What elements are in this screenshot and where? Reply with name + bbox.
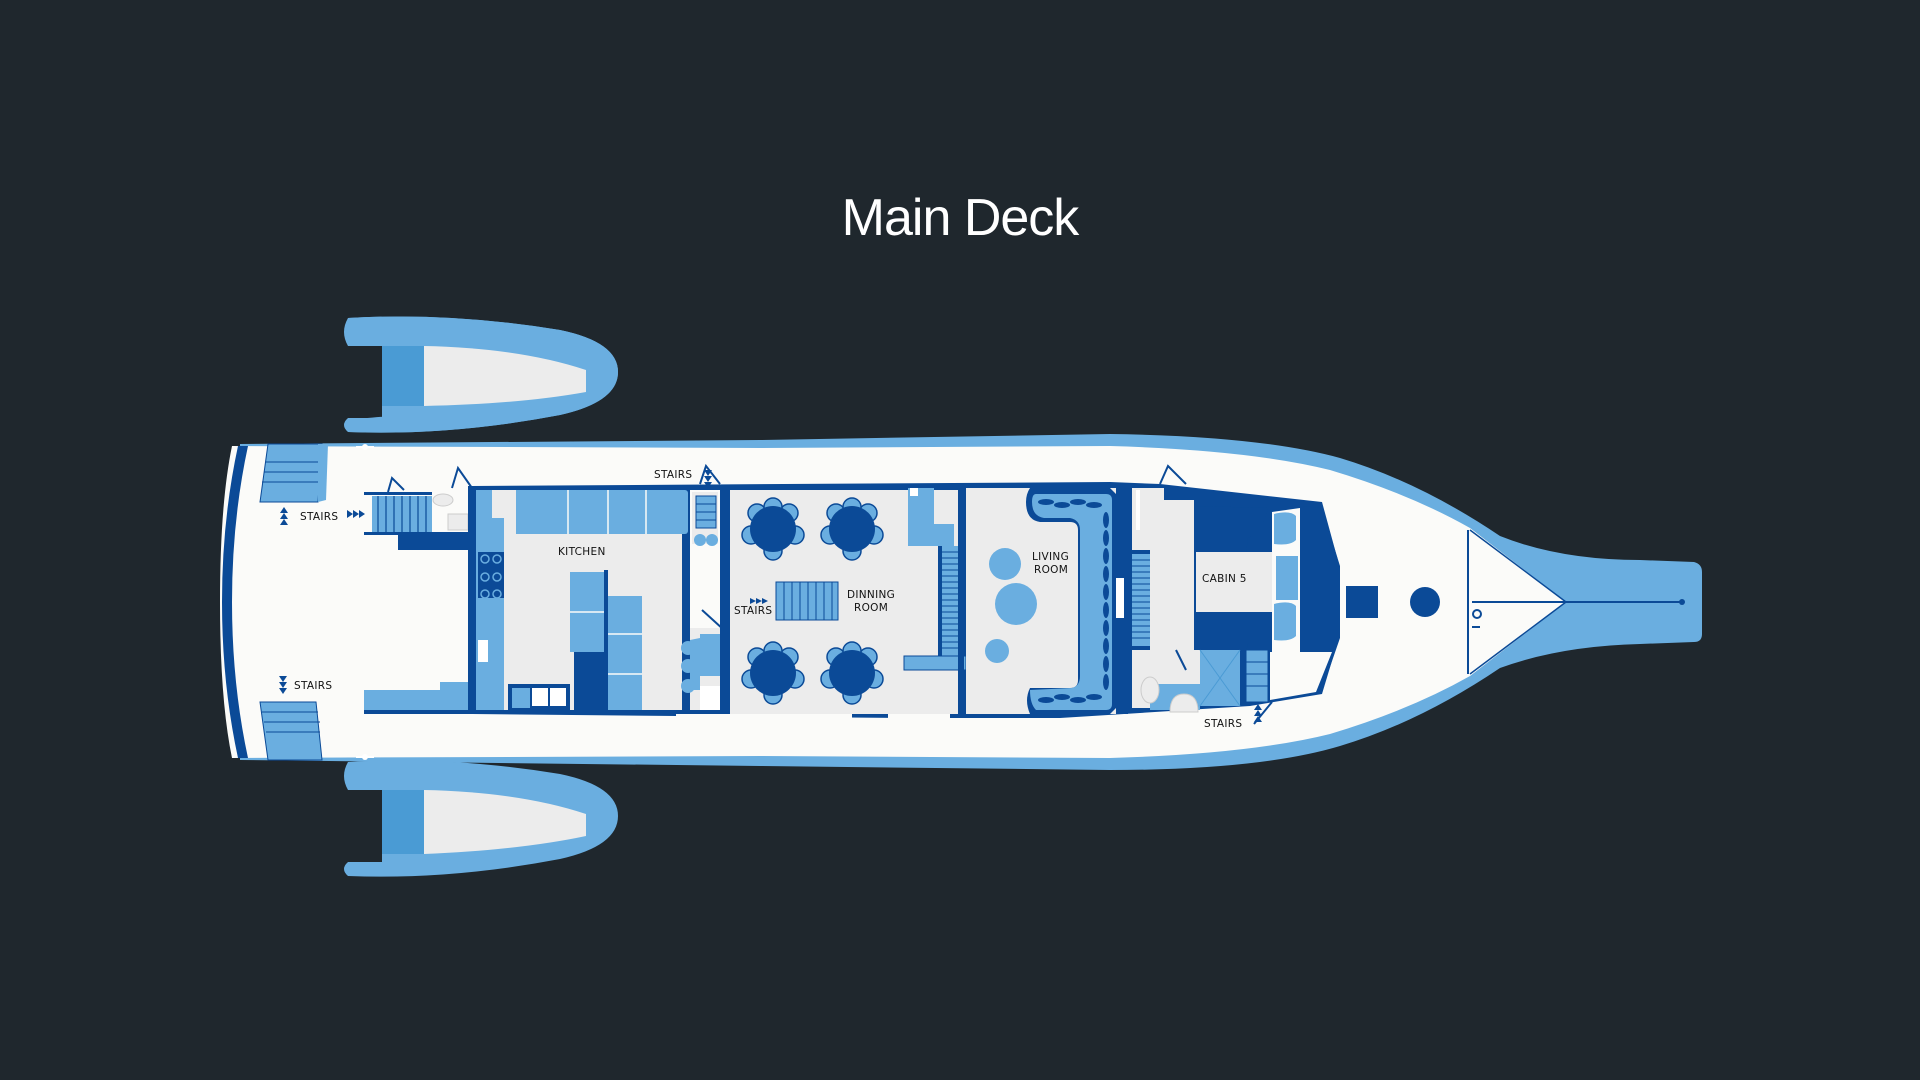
- dinghy-top: [344, 316, 618, 433]
- coffee-table-icon: [995, 583, 1037, 625]
- entry-stairs: [364, 492, 432, 535]
- stairs-label-stern-top: STAIRS: [300, 511, 338, 523]
- dinghy-bottom: [344, 760, 618, 877]
- stairs-right-arrows-icon: [347, 510, 365, 518]
- windlass-icon: [1410, 587, 1440, 617]
- side-table-icon: [989, 548, 1021, 580]
- stairs-label-dining: STAIRS: [734, 605, 772, 617]
- room-label-living-2: ROOM: [1034, 564, 1068, 576]
- deck-title: Main Deck: [841, 189, 1080, 247]
- room-label-living-1: LIVING: [1032, 551, 1069, 563]
- hatch-icon: [1346, 586, 1378, 618]
- stairs-right-arrows-icon: [750, 598, 768, 604]
- cleat-icon: [356, 754, 374, 760]
- stairs-down-arrows-icon: [279, 676, 287, 694]
- toilet-icon: [1140, 676, 1160, 704]
- room-label-kitchen: KITCHEN: [558, 546, 606, 558]
- stairs-up-arrows-icon: [280, 507, 288, 525]
- stern-edge: [222, 446, 248, 758]
- room-label-dining-2: ROOM: [854, 602, 888, 614]
- room-label-dining-1: DINNING: [847, 589, 895, 601]
- dining-stairs: [775, 581, 839, 621]
- room-label-cabin5: CABIN 5: [1202, 573, 1247, 585]
- anchor-ring-icon: [1472, 609, 1482, 619]
- ottoman-icon: [985, 639, 1009, 663]
- stern-stairs-bottom: [259, 701, 323, 761]
- cleat-icon: [356, 444, 374, 450]
- sink-icon: [1169, 693, 1199, 713]
- stairs-label-kitchen: STAIRS: [654, 469, 692, 481]
- stairs-label-stern-bottom: STAIRS: [294, 680, 332, 692]
- dining-tables: [741, 497, 884, 705]
- stairs-label-cabin: STAIRS: [1204, 718, 1242, 730]
- stern-stairs-top: [259, 443, 328, 503]
- cushions-icon: [1038, 499, 1109, 703]
- stove-burners-icon: [480, 554, 502, 599]
- bow-point-icon: [1679, 599, 1685, 605]
